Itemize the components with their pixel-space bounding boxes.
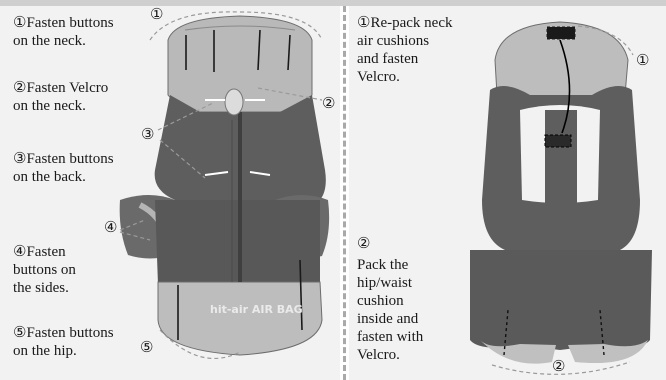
step-4-label: ④Fasten buttons on the sides.: [13, 243, 76, 297]
step-1-label: ①Fasten buttons on the neck.: [13, 14, 114, 50]
repack-hip-label: Pack the hip/waist cushion inside and fa…: [357, 256, 423, 364]
callout-right-1: ①: [636, 53, 649, 69]
step-2-label: ②Fasten Velcro on the neck.: [13, 79, 108, 115]
callout-4: ④: [104, 220, 117, 236]
repack-hip-marker: ②: [357, 236, 370, 252]
vest-print: hit-air AIR BAG: [210, 303, 303, 316]
callout-right-2: ②: [552, 359, 565, 375]
callout-1: ①: [150, 7, 163, 23]
repack-neck-label: ①Re-pack neck air cushions and fasten Ve…: [357, 14, 453, 86]
callout-5: ⑤: [140, 340, 153, 356]
callout-3: ③: [141, 127, 154, 143]
step-3-label: ③Fasten buttons on the back.: [13, 150, 114, 186]
right-vest-illustration: [470, 22, 652, 374]
callout-2: ②: [322, 96, 335, 112]
step-5-label: ⑤Fasten buttons on the hip.: [13, 324, 114, 360]
